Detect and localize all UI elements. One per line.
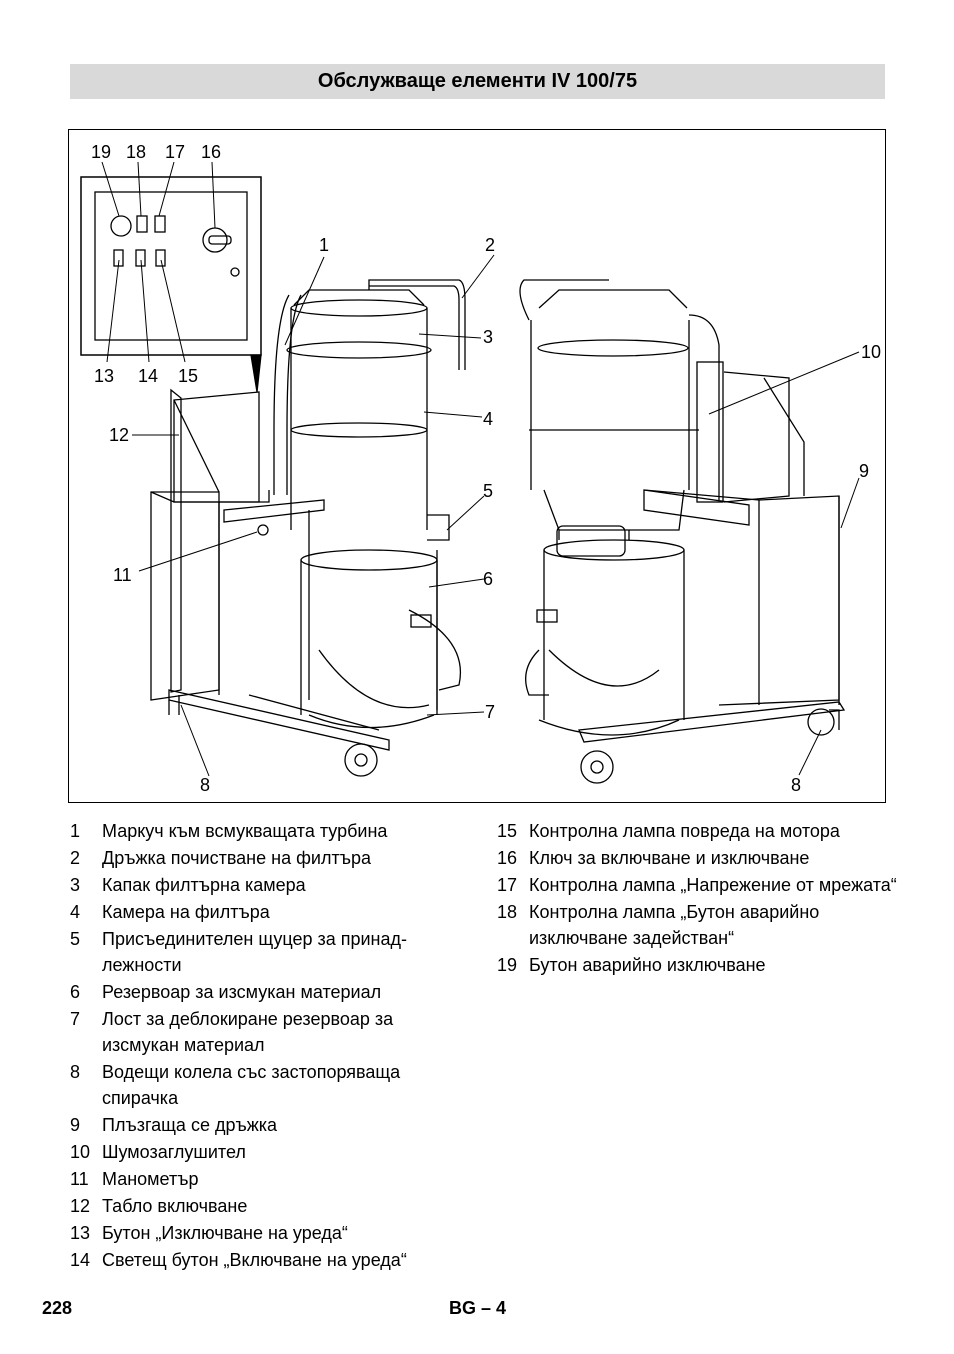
callout-3: 3 — [483, 327, 494, 347]
callout-10: 10 — [861, 342, 882, 362]
device-drawing — [80, 161, 860, 784]
callout-14: 14 — [138, 366, 159, 386]
device-illustration: 19 18 17 16 13 14 15 1 2 3 4 5 6 7 8 8 9… — [68, 129, 886, 803]
page-number: 228 — [42, 1298, 73, 1318]
callout-5: 5 — [483, 481, 494, 501]
callout-19: 19 — [91, 142, 112, 162]
callout-8-right: 8 — [791, 775, 802, 795]
callout-18: 18 — [126, 142, 147, 162]
language-page-label: BG – 4 — [449, 1298, 507, 1318]
section-title: Обслужваще елементи IV 100/75 — [317, 70, 638, 92]
control-panel-inset — [80, 176, 262, 393]
callout-13: 13 — [94, 366, 115, 386]
callout-9: 9 — [859, 461, 870, 481]
right-machine — [519, 279, 846, 784]
callout-11: 11 — [113, 565, 132, 585]
callout-1: 1 — [319, 235, 330, 255]
callout-16: 16 — [201, 142, 222, 162]
callout-6: 6 — [483, 569, 494, 589]
callout-4: 4 — [483, 409, 494, 429]
callout-17: 17 — [165, 142, 186, 162]
callout-2: 2 — [485, 235, 496, 255]
callout-8-left: 8 — [200, 775, 211, 795]
callout-15: 15 — [178, 366, 199, 386]
callout-7: 7 — [485, 702, 496, 722]
callout-12: 12 — [109, 425, 130, 445]
section-title-bar: Обслужваще елементи IV 100/75 — [70, 64, 885, 99]
left-machine — [150, 279, 466, 777]
